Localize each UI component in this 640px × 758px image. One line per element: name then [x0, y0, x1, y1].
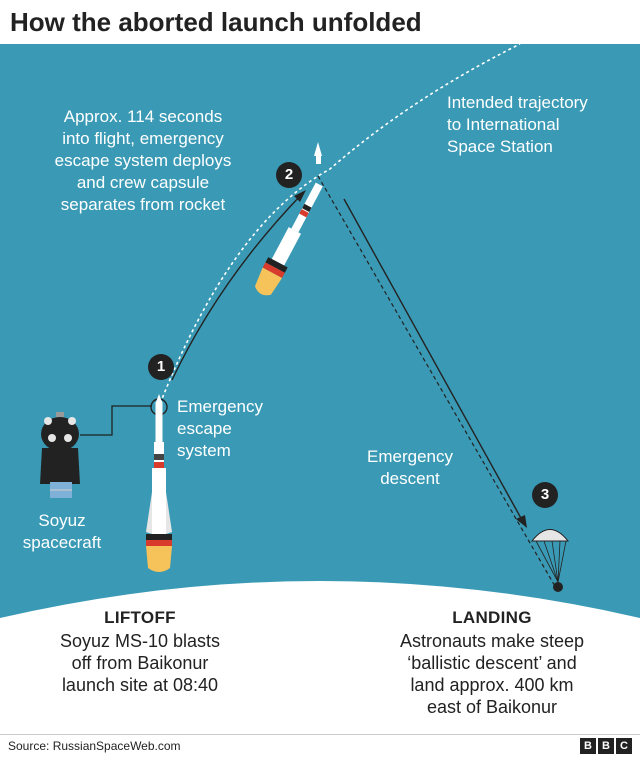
- separated-rocket-icon: [254, 182, 323, 296]
- intended-trajectory: [157, 44, 521, 410]
- landing-block: LANDING Astronauts make steep ‘ballistic…: [368, 606, 616, 718]
- separation-label: Approx. 114 seconds into flight, emergen…: [54, 107, 232, 214]
- step-badge-3: 3: [532, 482, 558, 508]
- liftoff-block: LIFTOFF Soyuz MS-10 blasts off from Baik…: [20, 606, 260, 696]
- descent-path: [317, 175, 557, 589]
- connector-line: [80, 405, 152, 436]
- step-badge-1: 1: [148, 354, 174, 380]
- bbc-logo: B B C: [580, 738, 632, 754]
- liftoff-heading: LIFTOFF: [104, 608, 176, 627]
- page-title: How the aborted launch unfolded: [10, 7, 422, 37]
- launch-diagram: [0, 44, 640, 734]
- escape-system-label: Emergency escape system: [177, 397, 263, 460]
- arrow-flight-head: [294, 190, 306, 202]
- arrow-flight: [171, 193, 303, 381]
- arrow-descent-head: [516, 515, 527, 528]
- soyuz-capsule-icon: [40, 412, 80, 498]
- escape-tower-icon: [314, 142, 322, 164]
- parachute-icon: [530, 529, 570, 592]
- diagram-panel: Approx. 114 seconds into flight, emergen…: [0, 44, 640, 734]
- trajectory-label: Intended trajectory to International Spa…: [447, 93, 588, 156]
- ground: [0, 581, 640, 734]
- descent-label: Emergency descent: [367, 447, 453, 488]
- rocket-icon: [146, 394, 172, 572]
- landing-heading: LANDING: [452, 608, 532, 627]
- footer-divider: [0, 734, 640, 735]
- source-credit: Source: RussianSpaceWeb.com: [8, 739, 181, 753]
- arrow-descent: [343, 198, 523, 521]
- spacecraft-label: Soyuz spacecraft: [22, 511, 102, 552]
- step-badge-2: 2: [276, 162, 302, 188]
